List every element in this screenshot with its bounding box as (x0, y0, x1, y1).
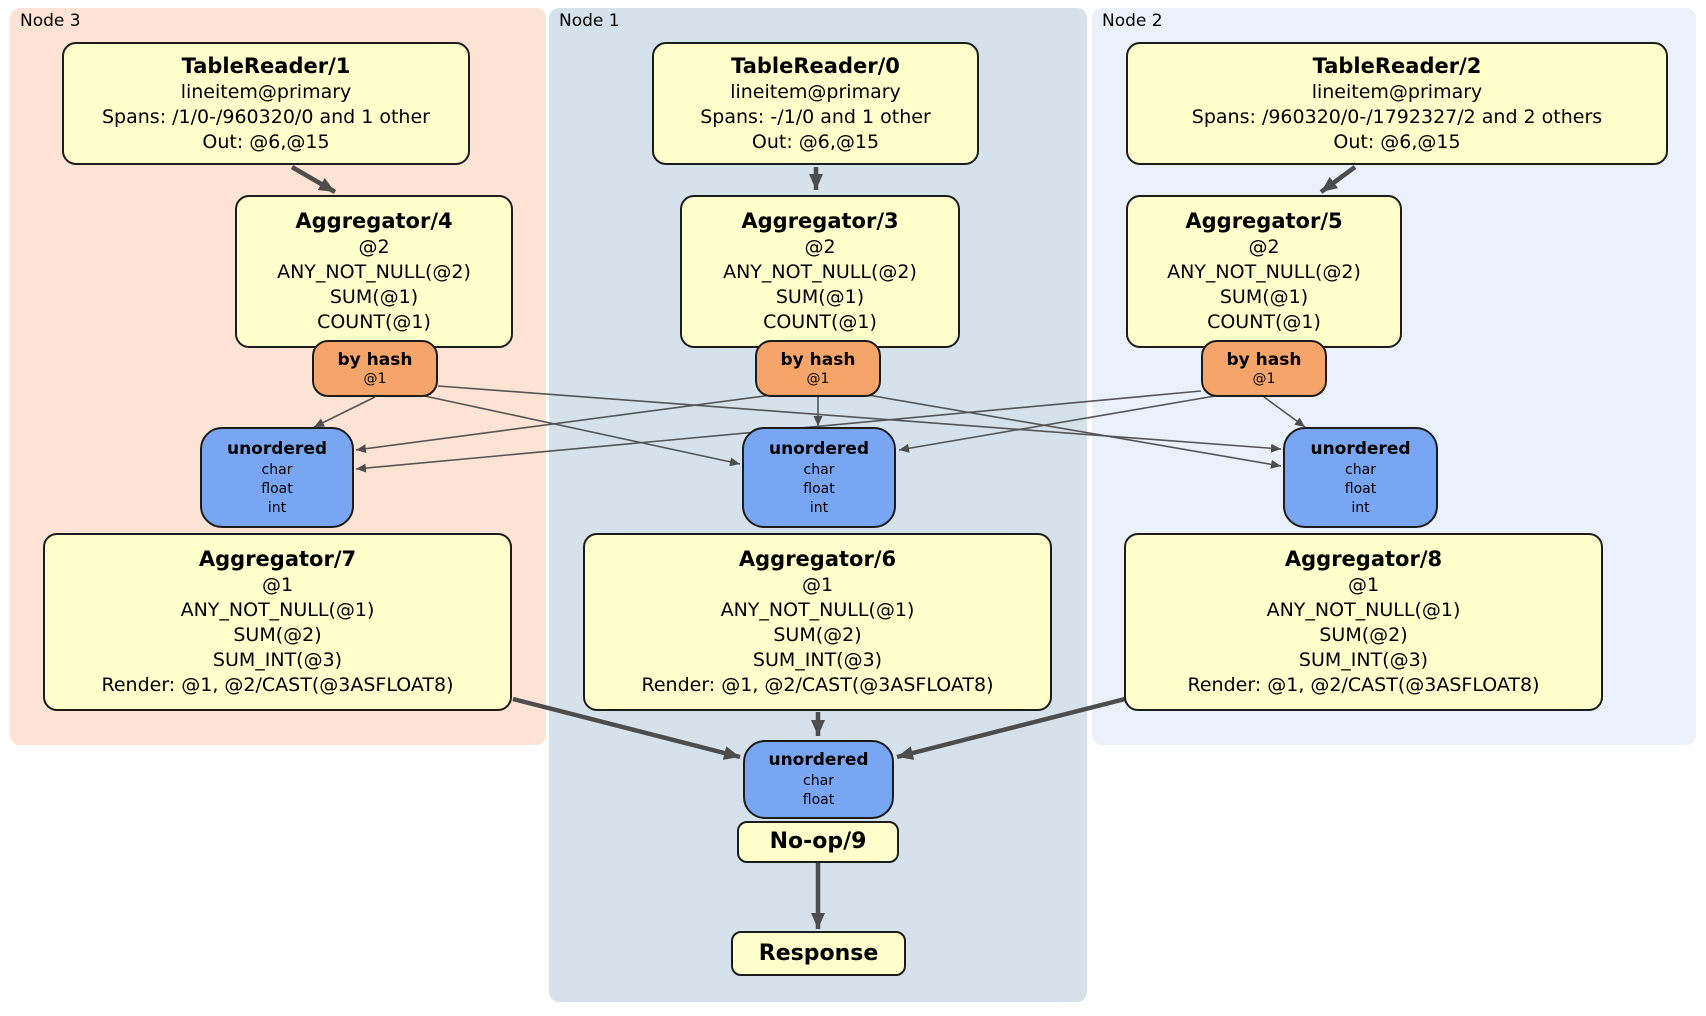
operator-title: Aggregator/3 (741, 209, 899, 233)
edge-router3-sync1 (419, 394, 741, 467)
no-op-9: No-op/9 (737, 821, 899, 863)
hash-router-node3: by hash @1 (312, 340, 438, 397)
unordered-sync-node2: unordered char float int (1283, 427, 1438, 528)
table-reader-0: TableReader/0 lineitem@primary Spans: -/… (652, 42, 979, 165)
operator-title: TableReader/0 (731, 53, 900, 78)
edge-aggregator7-final-sync (512, 696, 741, 760)
response: Response (731, 931, 906, 976)
operator-title: TableReader/1 (181, 53, 351, 78)
edge-aggregator8-final-sync (896, 696, 1126, 760)
table-reader-2: TableReader/2 lineitem@primary Spans: /9… (1126, 42, 1668, 165)
edge-router2-sync1 (898, 395, 1216, 453)
aggregator-5: Aggregator/5 @2 ANY_NOT_NULL(@2) SUM(@1)… (1126, 195, 1402, 348)
edge-router3-sync2 (437, 385, 1282, 453)
unordered-sync-node1: unordered char float int (742, 427, 896, 528)
edge-router1-sync2 (861, 393, 1282, 469)
unordered-sync-node3: unordered char float int (200, 427, 354, 528)
node3-label: Node 3 (20, 11, 81, 31)
operator-title: Response (758, 940, 879, 966)
aggregator-3: Aggregator/3 @2 ANY_NOT_NULL(@2) SUM(@1)… (680, 195, 960, 348)
final-unordered-sync: unordered char float (743, 740, 894, 819)
aggregator-7: Aggregator/7 @1 ANY_NOT_NULL(@1) SUM(@2)… (43, 533, 512, 711)
operator-title: Aggregator/4 (295, 209, 453, 233)
aggregator-8: Aggregator/8 @1 ANY_NOT_NULL(@1) SUM(@2)… (1124, 533, 1603, 711)
table-reader-1: TableReader/1 lineitem@primary Spans: /1… (62, 42, 470, 165)
operator-title: Aggregator/5 (1185, 209, 1343, 233)
hash-router-node2: by hash @1 (1201, 340, 1327, 397)
edge-tablereader1-aggregator4 (290, 165, 337, 194)
edge-router1-sync3 (355, 394, 773, 454)
operator-title: Aggregator/7 (198, 547, 357, 571)
aggregator-6: Aggregator/6 @1 ANY_NOT_NULL(@1) SUM(@2)… (583, 533, 1052, 711)
operator-title: Aggregator/8 (1284, 547, 1443, 571)
edge-tablereader2-aggregator5 (1319, 165, 1357, 194)
operator-title: TableReader/2 (1312, 53, 1482, 78)
hash-router-node1: by hash @1 (755, 340, 881, 397)
edge-router2-sync2 (1263, 396, 1306, 428)
node2-label: Node 2 (1102, 11, 1163, 31)
operator-title: Aggregator/6 (738, 547, 897, 571)
edge-router3-sync3 (313, 396, 376, 428)
operator-title: No-op/9 (769, 829, 867, 854)
aggregator-4: Aggregator/4 @2 ANY_NOT_NULL(@2) SUM(@1)… (235, 195, 513, 348)
node1-label: Node 1 (559, 11, 620, 31)
